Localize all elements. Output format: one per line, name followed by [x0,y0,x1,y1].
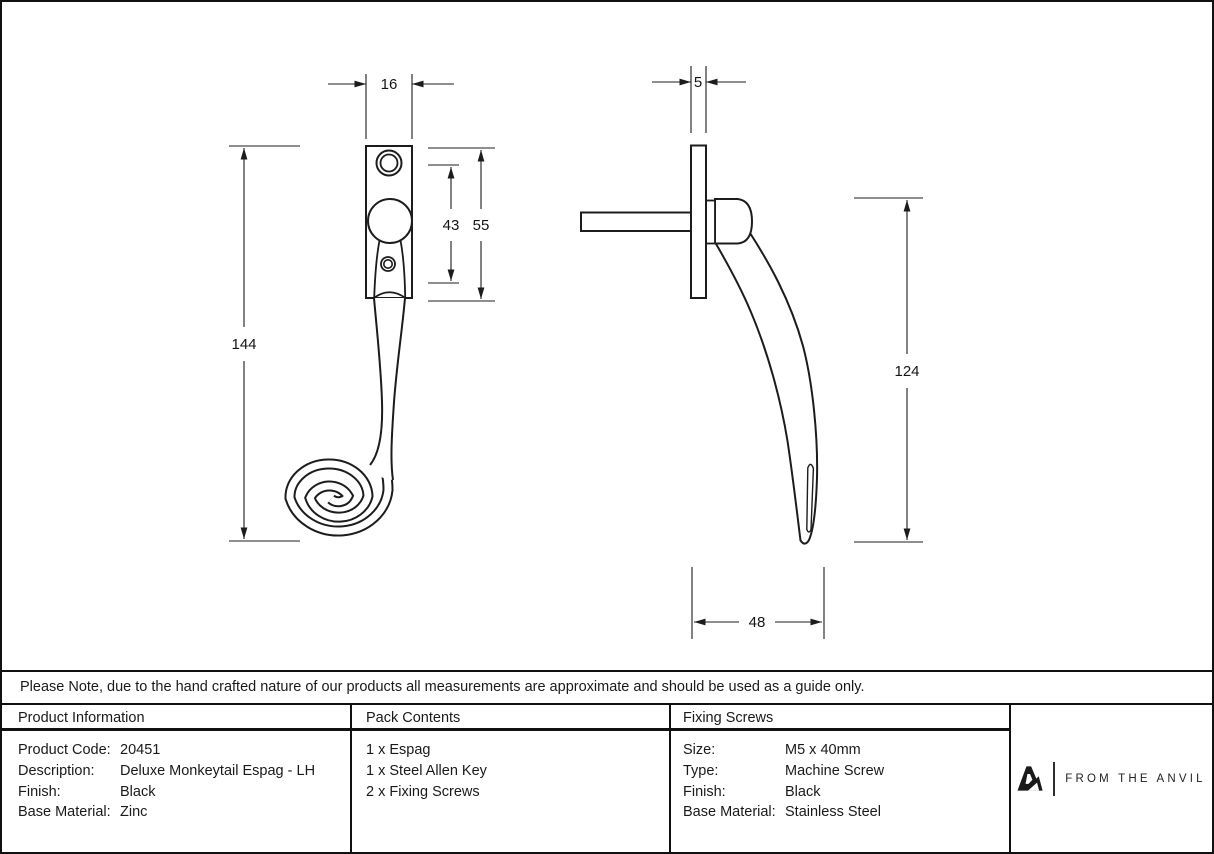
table-row: Description: Deluxe Monkeytail Espag - L… [18,761,350,782]
table-row: Finish: Black [18,782,350,803]
row-label: Finish: [18,783,61,800]
grub-screw-inner [382,258,393,269]
table-row: Size: M5 x 40mm [683,740,1009,761]
row-value: Machine Screw [785,762,885,779]
column-pack-contents: Pack Contents 1 x Espag 1 x Steel Allen … [352,705,671,852]
row-label: 1 x Espag [366,742,431,758]
blade-tip-groove [806,463,815,533]
table-row: Base Material: Zinc [18,802,350,823]
row-label: 2 x Fixing Screws [366,783,480,800]
column-header: Pack Contents [352,705,669,731]
handle-hub [714,198,754,245]
column-header: Fixing Screws [671,705,1009,731]
table-row: Base Material: Stainless Steel [683,802,1009,823]
note-text: Please Note, due to the hand crafted nat… [20,679,865,695]
table-row: 1 x Espag [366,740,669,761]
row-value: M5 x 40mm [785,742,861,758]
table-row: Product Code: 20451 [18,740,350,761]
front-dimensions: 16 144 43 55 [229,74,495,542]
dim-front-plate-height: 55 [473,217,490,234]
technical-drawing: 16 144 43 55 [229,66,923,639]
dim-front-inner-height: 43 [443,217,460,234]
row-value: Black [785,783,821,800]
brand-name: FROM THE ANVIL [1065,772,1206,785]
row-label: Description: [18,762,95,779]
neck-right-edge [399,240,407,298]
dim-front-total-height: 144 [231,336,256,353]
neck-left-edge [373,240,381,298]
note-row: Please Note, due to the hand crafted nat… [2,670,1212,705]
row-label: Size: [683,742,716,758]
column-header: Product Information [2,705,350,731]
column-product-information: Product Information Product Code: 20451 … [2,705,352,852]
handle-shaft-fill [370,298,405,480]
row-value: Zinc [120,804,148,821]
dim-side-plate-thickness: 5 [694,74,702,91]
table-row: Type: Machine Screw [683,761,1009,782]
top-fixing-hole-inner [379,153,399,173]
row-value: Black [120,783,156,800]
monkeytail-spiral-core [286,460,392,535]
handle-shaft-right-edge [390,297,406,481]
spindle [580,211,692,232]
row-label: Finish: [683,783,726,800]
anvil-a-logo-icon [1017,766,1043,791]
front-view [284,145,413,537]
dim-front-plate-width: 16 [381,76,398,93]
brand-logo: FROM THE ANVIL [1017,761,1206,796]
column-fixing-screws: Fixing Screws Size: M5 x 40mm Type: Mach… [671,705,1011,852]
column-brand: FROM THE ANVIL [1011,705,1212,852]
row-value: Stainless Steel [785,804,881,821]
row-value: 20451 [120,742,161,758]
backplate-side [690,144,707,299]
logo-divider [1053,761,1056,796]
handle-blade-profile [713,231,819,545]
handle-shaft-left-edge [369,297,384,466]
side-view [580,144,819,545]
neck-collar-arc [373,291,406,299]
row-label: 1 x Steel Allen Key [366,762,487,779]
dim-side-projection: 48 [749,614,766,631]
row-label: Type: [683,762,719,779]
table-row: 1 x Steel Allen Key [366,761,669,782]
table-row: Finish: Black [683,782,1009,803]
dim-side-height: 124 [894,363,919,380]
side-dimensions: 5 124 48 [652,66,923,639]
knob [367,198,413,244]
spec-table: Product Information Product Code: 20451 … [2,705,1212,852]
table-row: 2 x Fixing Screws [366,782,669,803]
row-label: Product Code: [18,742,111,758]
hub-collar [705,199,716,245]
row-label: Base Material: [18,804,111,821]
row-label: Base Material: [683,804,776,821]
row-value: Deluxe Monkeytail Espag - LH [120,762,316,779]
